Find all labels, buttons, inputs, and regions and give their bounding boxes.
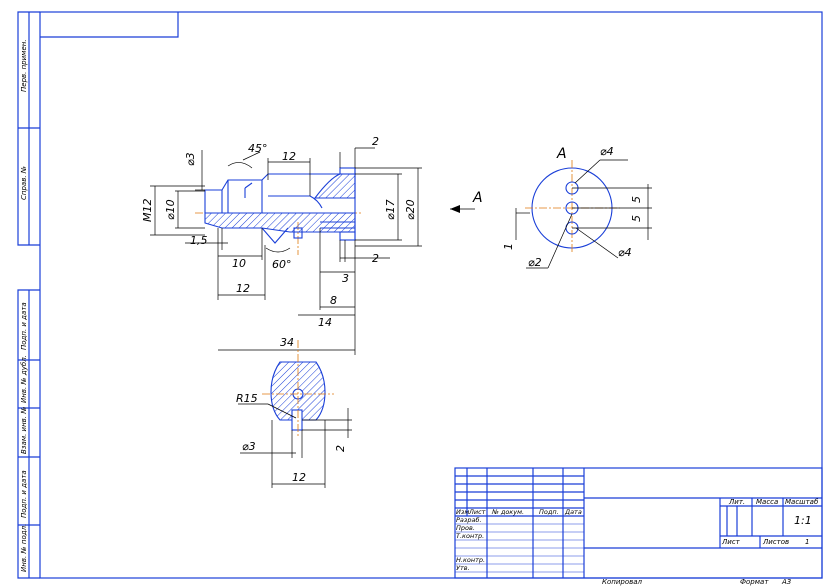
main-view: [195, 167, 362, 255]
dim-dia-17: ⌀17: [384, 199, 397, 220]
tb-razrab: Разраб.: [456, 516, 482, 524]
tb-format: Формат: [740, 578, 769, 586]
dim-m12: M12: [141, 199, 154, 223]
dim-dia-3: ⌀3: [184, 152, 197, 166]
view-a: [515, 159, 652, 269]
dim-5-a: 5: [630, 196, 643, 203]
tb-masshtab: Масштаб: [785, 498, 819, 506]
tb-scale-value: 1:1: [794, 514, 812, 527]
tb-podp: Подп.: [539, 508, 559, 516]
dim-34: 34: [280, 336, 294, 349]
dim-5-b: 5: [630, 215, 643, 222]
side-label-sprav-no: Справ. №: [20, 166, 28, 200]
tb-list: Лист: [468, 508, 486, 516]
dim-3: 3: [342, 272, 349, 285]
dim-angle-45: 45°: [248, 142, 268, 155]
tb-listov-value: 1: [805, 538, 809, 546]
dim-1-5: 1,5: [190, 234, 208, 247]
dim-section-12: 12: [292, 471, 306, 484]
dim-angle-60: 60°: [272, 258, 292, 271]
side-label-podp-i-data-1: Подп. и дата: [20, 302, 28, 350]
tb-kopiroval: Копировал: [602, 578, 643, 586]
side-label-perv-primen: Перв. примен.: [20, 39, 28, 92]
tb-list-label: Лист: [721, 538, 741, 546]
tb-massa: Масса: [756, 498, 778, 506]
dim-10: 10: [232, 257, 246, 270]
tb-listov-label: Листов: [762, 538, 789, 546]
tb-n-dokum: № докум.: [491, 508, 524, 516]
main-view-dimensions: [150, 147, 422, 355]
side-label-vzam-inv-no: Взам. инв. №: [20, 406, 28, 454]
dim-dia-10: ⌀10: [164, 199, 177, 220]
dim-12-lower: 12: [236, 282, 250, 295]
side-label-inv-no-dubl: Инв. № дубл.: [20, 355, 28, 403]
tb-format-value: A3: [781, 578, 791, 586]
dim-8: 8: [330, 294, 337, 307]
tb-prov: Пров.: [456, 524, 475, 532]
dim-dia-2: ⌀2: [528, 256, 542, 269]
dim-dia-4-bottom: ⌀4: [618, 246, 632, 259]
dim-section-2: 2: [334, 445, 347, 452]
cross-section: [238, 340, 352, 488]
tb-n-kontr: Н.контр.: [456, 556, 485, 564]
tb-izm: Изм: [456, 508, 469, 516]
dim-top-2: 2: [372, 135, 379, 148]
side-label-inv-no-podl: Инв. № подл.: [20, 524, 28, 572]
view-a-label: A: [556, 146, 567, 162]
tb-data: Дата: [564, 508, 582, 516]
title-block: [454, 467, 823, 579]
tb-lit: Лит.: [728, 498, 745, 506]
dim-14: 14: [318, 316, 332, 329]
sheet-frame: [17, 11, 823, 579]
dim-top-12: 12: [282, 150, 296, 163]
dim-dia-20: ⌀20: [404, 199, 417, 220]
dim-section-dia-3: ⌀3: [242, 440, 256, 453]
view-arrow: [450, 205, 475, 213]
dim-1: 1: [502, 243, 515, 250]
view-arrow-label: A: [472, 190, 483, 206]
side-label-podp-i-data-2: Подп. и дата: [20, 470, 28, 518]
tb-t-kontr: Т.контр.: [456, 532, 484, 540]
dim-dia-4-top: ⌀4: [600, 145, 614, 158]
tb-utv: Утв.: [456, 564, 470, 572]
dim-bottom-2: 2: [372, 252, 379, 265]
dim-r15: R15: [236, 392, 258, 405]
